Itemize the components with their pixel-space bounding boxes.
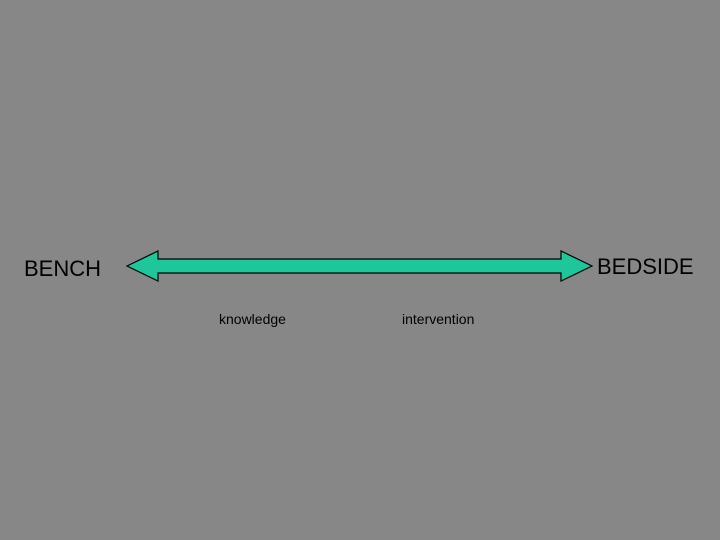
intervention-label: intervention [402,311,475,327]
bedside-label: BEDSIDE [597,254,694,279]
arrow-shape [125,250,594,282]
knowledge-label: knowledge [219,311,286,327]
bench-label: BENCH [24,256,102,281]
